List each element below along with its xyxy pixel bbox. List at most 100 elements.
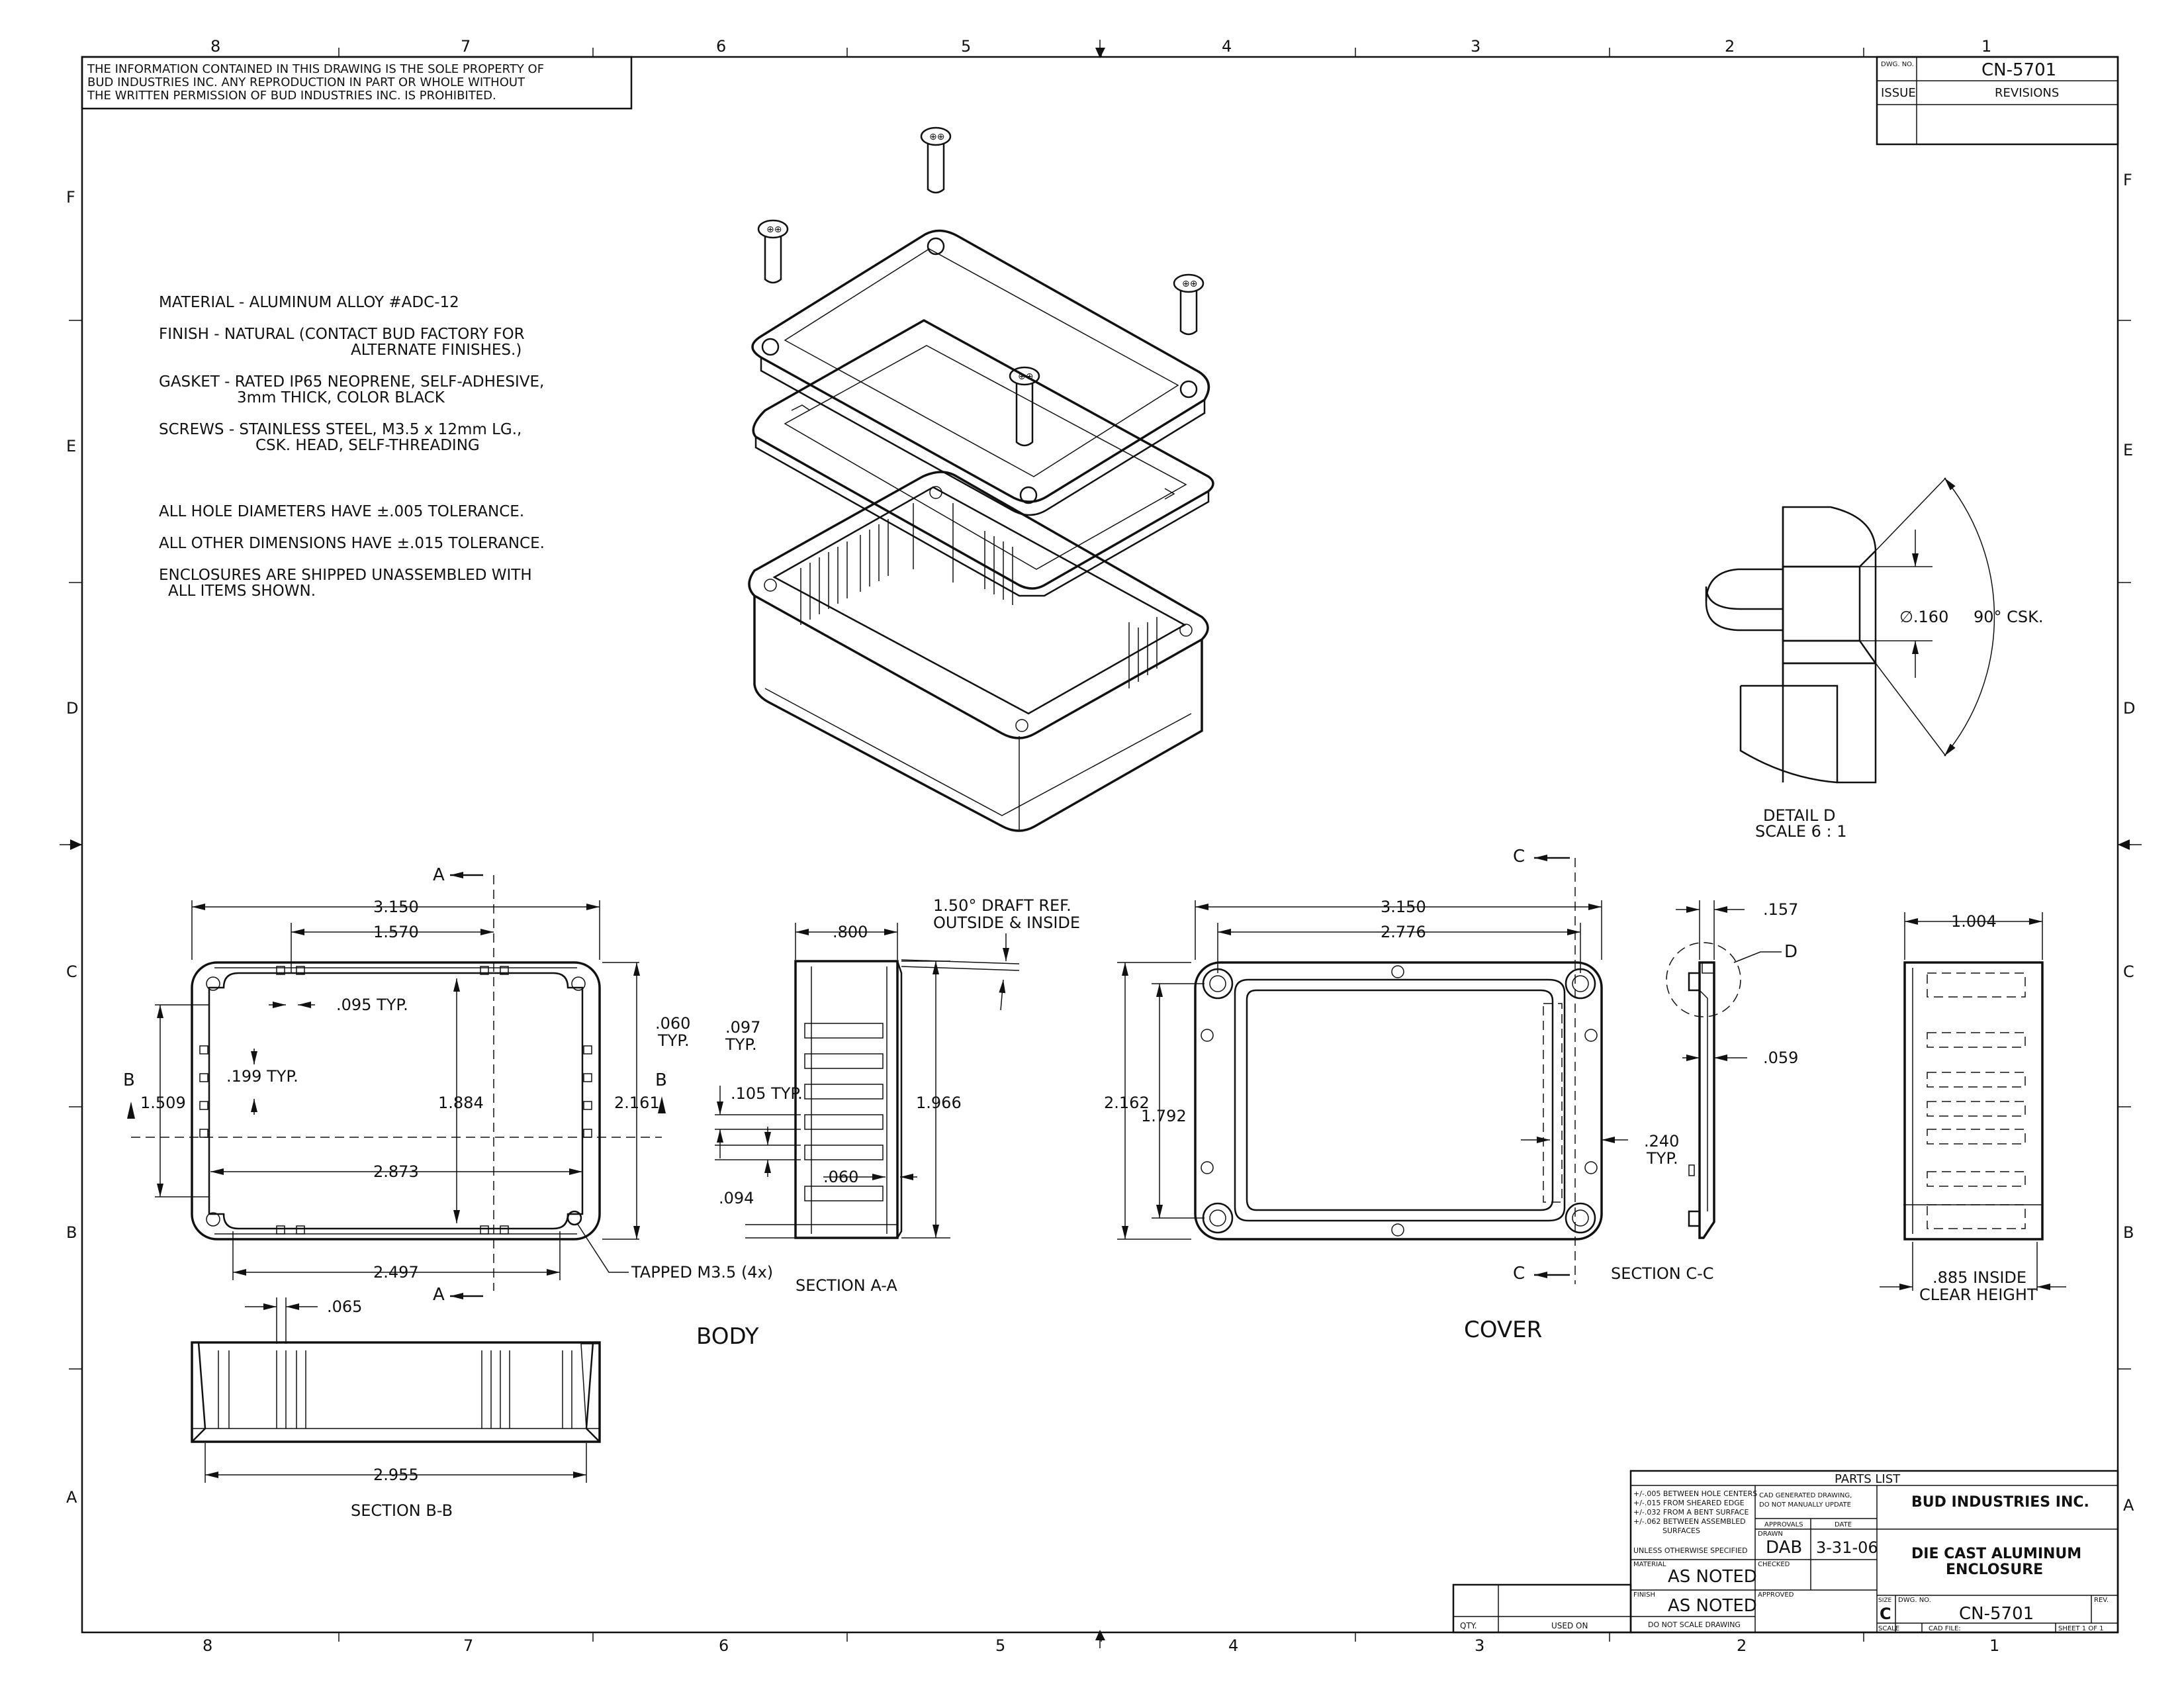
tb-rev-label: REV. [2094, 1597, 2109, 1604]
cover-view-label: COVER [1464, 1317, 1542, 1343]
cover-height-2162: 2.162 [1104, 1094, 1150, 1112]
section-aa-rib-097: .097 [725, 1018, 760, 1037]
isometric-exploded-view: ⊕⊕ ⊕⊕ ⊕⊕ ⊕⊕ [748, 126, 1214, 832]
tb-cad-1: CAD GENERATED DRAWING, [1759, 1492, 1852, 1499]
cover-lip-240: .240 [1644, 1132, 1679, 1150]
tb-checked-label: CHECKED [1758, 1561, 1790, 1568]
tb-parts-list: PARTS LIST [1835, 1472, 1901, 1486]
screw-right: ⊕⊕ [1173, 273, 1205, 336]
zone-row-f-right: F [2123, 171, 2132, 189]
side-clear-height-line-1: .885 INSIDE [1933, 1268, 2026, 1287]
section-cc-title: SECTION C-C [1611, 1264, 1714, 1283]
svg-text:⊕⊕: ⊕⊕ [1182, 279, 1197, 289]
revision-block: DWG. NO. CN-5701 ISSUE REVISIONS [1876, 56, 2119, 146]
body-half-width-1570: 1.570 [373, 923, 419, 941]
note-finish-line-1: FINISH - NATURAL (CONTACT BUD FACTORY FO… [159, 326, 525, 343]
tb-date: 3-31-06 [1816, 1538, 1878, 1557]
tb-cad-file-label: CAD FILE: [1929, 1625, 1961, 1632]
sheet-border: 8 7 6 5 4 3 2 1 8 7 6 5 4 3 2 1 F E D C … [60, 37, 2142, 1655]
revision-dwg-no: CN-5701 [1981, 60, 2056, 80]
tb-title-1: DIE CAST ALUMINUM [1911, 1546, 2081, 1562]
screw-left: ⊕⊕ [757, 219, 789, 284]
revision-revisions-label: REVISIONS [1995, 86, 2059, 100]
proprietary-note: THE INFORMATION CONTAINED IN THIS DRAWIN… [81, 56, 633, 110]
zone-col-1-top: 1 [1981, 37, 1991, 56]
iso-body [748, 471, 1209, 832]
zone-col-4-bottom: 4 [1228, 1636, 1238, 1655]
note-screws-line-1: SCREWS - STAINLESS STEEL, M3.5 x 12mm LG… [159, 421, 522, 438]
body-inner-depth-1509: 1.509 [140, 1094, 186, 1112]
zone-col-2-bottom: 2 [1737, 1636, 1747, 1655]
zone-row-f-left: F [66, 188, 75, 207]
section-aa-draft-line-2: OUTSIDE & INSIDE [933, 914, 1080, 932]
title-block: PARTS LIST +/-.005 BETWEEN HOLE CENTERS … [1452, 1470, 2119, 1634]
tb-tol-5: SURFACES [1662, 1526, 1700, 1535]
zone-col-6-bottom: 6 [719, 1636, 729, 1655]
section-cc-detail-callout: D [1784, 942, 1797, 962]
tb-dwg-label: DWG. NO. [1898, 1597, 1931, 1604]
section-aa-draft-line-1: 1.50° DRAFT REF. [933, 896, 1071, 915]
tb-date-label: DATE [1835, 1521, 1852, 1528]
tb-finish-label: FINISH [1633, 1591, 1655, 1599]
tb-company: BUD INDUSTRIES INC. [1911, 1494, 2089, 1511]
section-bb-title: SECTION B-B [351, 1501, 453, 1520]
section-bb-wall-065: .065 [327, 1297, 362, 1316]
detail-d-title: DETAIL D [1763, 806, 1835, 825]
body-width-3150: 3.150 [373, 898, 419, 916]
revision-dwg-no-label: DWG. NO. [1881, 61, 1914, 68]
note-gasket-line-2: 3mm THICK, COLOR BLACK [237, 389, 445, 406]
tb-material-label: MATERIAL [1633, 1561, 1666, 1568]
tb-approvals: APPROVALS [1764, 1521, 1803, 1528]
cover-hole-height-1792: 1.792 [1141, 1107, 1187, 1125]
tb-size: C [1880, 1605, 1891, 1623]
section-aa-depth-800: .800 [833, 923, 868, 941]
section-cc-059: .059 [1763, 1049, 1798, 1067]
body-inner-width-2873: 2.873 [373, 1162, 419, 1181]
cover-top-view: 3.150 2.776 2.162 1.792 .240 TYP. C C CO… [1104, 847, 1679, 1343]
section-aa-rib-097-typ: TYP. [725, 1035, 757, 1054]
detail-d-diameter: ∅.160 [1899, 608, 1948, 626]
proprietary-line-3: THE WRITTEN PERMISSION OF BUD INDUSTRIES… [87, 89, 496, 103]
tb-tol-1: +/-.005 BETWEEN HOLE CENTERS [1633, 1489, 1757, 1498]
zone-col-8-top: 8 [210, 37, 220, 56]
zone-row-e-left: E [66, 437, 76, 455]
zone-row-c-right: C [2123, 962, 2134, 981]
note-hole-tolerance: ALL HOLE DIAMETERS HAVE ±.005 TOLERANCE. [159, 503, 524, 520]
tb-finish: AS NOTED [1668, 1596, 1757, 1616]
zone-col-5-bottom: 5 [995, 1636, 1005, 1655]
detail-d-scale: SCALE 6 : 1 [1755, 822, 1846, 841]
svg-text:⊕⊕: ⊕⊕ [929, 132, 944, 142]
zone-row-d-left: D [66, 699, 78, 718]
body-wall-060: .060 [655, 1014, 690, 1033]
zone-col-1-bottom: 1 [1989, 1636, 1999, 1655]
section-c-c: .157 D .059 SECTION C-C [1611, 900, 1798, 1283]
body-section-b-right: B [655, 1070, 667, 1090]
zone-col-3-top: 3 [1471, 37, 1480, 56]
zone-row-c-left: C [66, 962, 77, 981]
body-inner-height-1884: 1.884 [438, 1094, 484, 1112]
tb-cad-2: DO NOT MANUALLY UPDATE [1759, 1501, 1851, 1509]
tb-used-on-label: USED ON [1551, 1621, 1588, 1630]
section-aa-wall-094: .094 [719, 1189, 754, 1207]
tb-qty-label: QTY. [1460, 1621, 1477, 1630]
note-finish-line-2: ALTERNATE FINISHES.) [351, 342, 522, 359]
section-aa-rib-105: .105 TYP. [731, 1084, 803, 1103]
note-screws-line-2: CSK. HEAD, SELF-THREADING [255, 437, 480, 454]
body-wall-060-typ: TYP. [657, 1031, 690, 1050]
note-gasket-line-1: GASKET - RATED IP65 NEOPRENE, SELF-ADHES… [159, 373, 544, 391]
body-outer-height-2161: 2.161 [614, 1094, 660, 1112]
proprietary-line-2: BUD INDUSTRIES INC. ANY REPRODUCTION IN … [87, 75, 525, 89]
cover-section-c-bottom: C [1513, 1264, 1525, 1284]
zone-row-e-right: E [2123, 441, 2133, 459]
zone-row-a-right: A [2123, 1496, 2134, 1515]
tb-drawn: DAB [1766, 1538, 1802, 1558]
tb-tol-3: +/-.032 FROM A BENT SURFACE [1633, 1508, 1749, 1517]
note-other-tolerance: ALL OTHER DIMENSIONS HAVE ±.015 TOLERANC… [159, 535, 545, 552]
tb-material: AS NOTED [1668, 1567, 1757, 1587]
iso-cover [751, 229, 1210, 516]
zone-col-8-bottom: 8 [203, 1636, 212, 1655]
detail-d: ∅.160 90° CSK. DETAIL D SCALE 6 : 1 [1705, 477, 2044, 841]
cover-section-c-top: C [1513, 847, 1525, 867]
side-clear-height-line-2: CLEAR HEIGHT [1919, 1286, 2037, 1304]
tb-tol-2: +/-.015 FROM SHEARED EDGE [1633, 1499, 1745, 1507]
